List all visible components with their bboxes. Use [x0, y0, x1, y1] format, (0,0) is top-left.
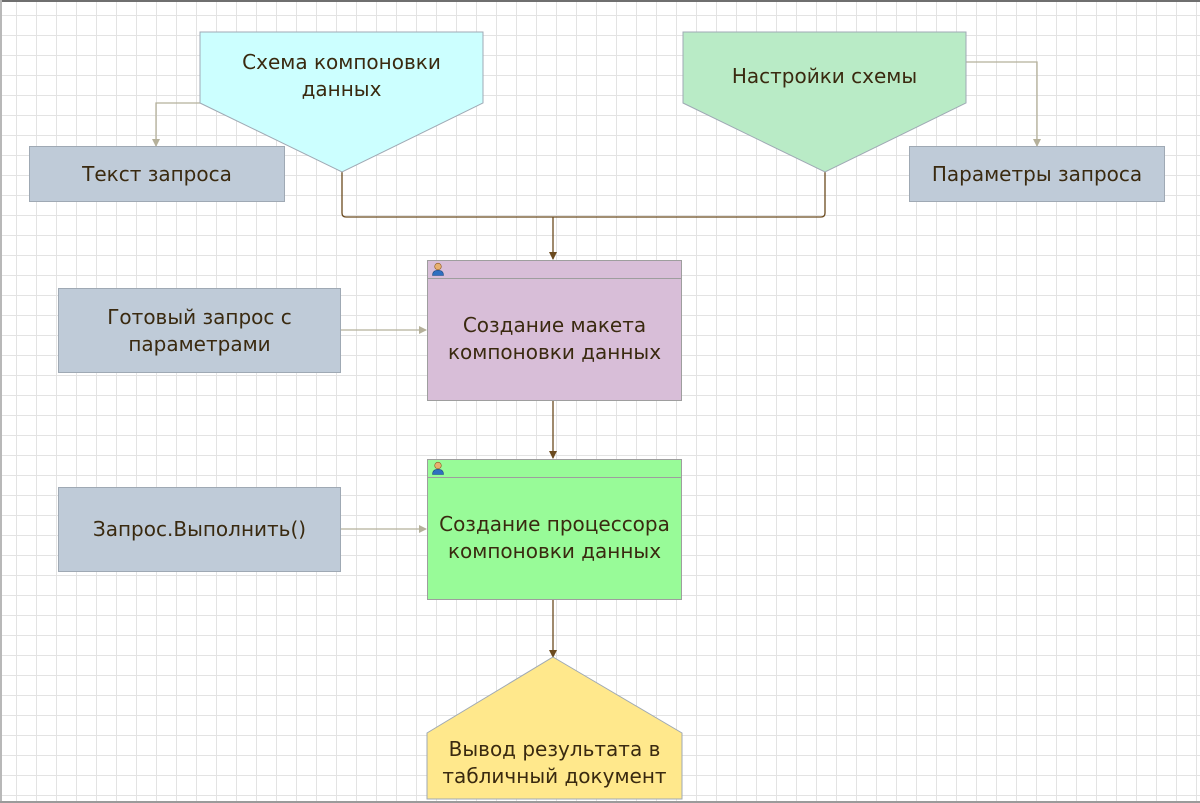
connector-settings-to-layout: [553, 172, 826, 218]
connector-scheme-to-query-text: [152, 102, 200, 147]
scheme-shape[interactable]: [199, 31, 484, 173]
query-text-node[interactable]: Текст запроса: [29, 146, 285, 202]
layout-creation-header: [428, 261, 681, 279]
query-params-node[interactable]: Параметры запроса: [909, 146, 1165, 202]
execute-label: Запрос.Выполнить(): [92, 517, 307, 541]
window-frame-bottom: [0, 801, 1200, 803]
window-frame-left: [0, 0, 2, 803]
layout-creation-label: Создание макета компоновки данных: [447, 313, 662, 364]
settings-shape[interactable]: [682, 31, 967, 173]
execute-node[interactable]: Запрос.Выполнить(): [58, 487, 341, 572]
connector-settings-to-query-params: [966, 61, 1041, 147]
output-shape[interactable]: [426, 656, 683, 800]
scheme-label: Схема компоновки данных: [242, 50, 441, 101]
query-params-label: Параметры запроса: [931, 161, 1143, 186]
processor-creation-header: [428, 460, 681, 478]
layout-creation-node[interactable]: Создание макета компоновки данных: [427, 260, 682, 401]
query-text-label: Текст запроса: [82, 161, 232, 186]
ready-query-node[interactable]: Готовый запрос с параметрами: [58, 288, 341, 373]
user-icon: [432, 461, 444, 475]
settings-label: Настройки схемы: [731, 63, 918, 88]
window-frame-top: [0, 0, 1200, 2]
processor-creation-label: Создание процессора компоновки данных: [439, 512, 670, 563]
processor-creation-node[interactable]: Создание процессора компоновки данных: [427, 459, 682, 600]
ready-query-label: Готовый запрос с параметрами: [107, 304, 292, 356]
connector-scheme-to-layout: [341, 172, 553, 218]
user-icon: [432, 262, 444, 276]
output-label: Вывод результата в табличный документ: [442, 737, 667, 788]
